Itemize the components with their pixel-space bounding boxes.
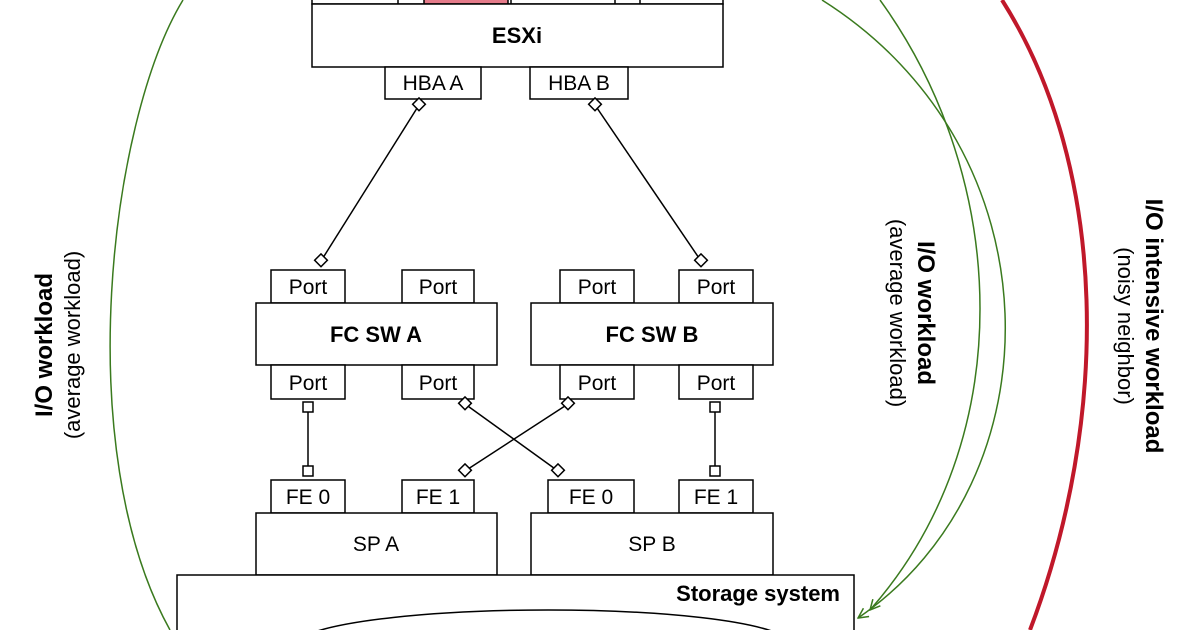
swb-top-port-2: [678, 269, 754, 304]
port-label: Port: [697, 276, 736, 299]
fc-switch-b-box: [530, 302, 774, 366]
fc-switch-b-label: FC SW B: [606, 322, 699, 347]
connector: [302, 465, 314, 477]
port-label: Port: [289, 276, 328, 299]
fc-switch-a-box: [255, 302, 498, 366]
connector: [560, 395, 576, 411]
left-flow-caption: I/O workload (average workload): [31, 251, 85, 439]
spb-fe1-label: FE 1: [694, 486, 738, 509]
connector: [457, 462, 473, 478]
port-label: Port: [697, 372, 736, 395]
right-flow-caption: I/O workload (average workload): [885, 219, 939, 407]
connector: [709, 401, 721, 413]
right-workload-flow-inner: [870, 0, 981, 610]
swb-bottom-port-1: [559, 364, 635, 400]
esxi-host-box: [311, 3, 724, 68]
connector: [313, 252, 329, 268]
right-workload-flow-outer: [821, 0, 1006, 618]
left-workload-flow: [109, 0, 184, 630]
link-swa-spb-fe0: [464, 403, 559, 472]
hba-a-box: [384, 66, 482, 100]
spb-fe0-label: FE 0: [569, 486, 613, 509]
connector: [457, 395, 473, 411]
right-flow-title: I/O workload: [912, 241, 939, 385]
swb-bottom-port-2: [678, 364, 754, 400]
connector: [550, 462, 566, 478]
swb-top-port-1: [559, 269, 635, 304]
noisy-flow-caption: I/O intensive workload (noisy neighbor): [1113, 199, 1167, 454]
right-flow-subtitle: (average workload): [885, 219, 910, 407]
left-flow-subtitle: (average workload): [60, 251, 85, 439]
sp-a-label: SP A: [353, 533, 399, 556]
left-flow-title: I/O workload: [31, 273, 58, 417]
connector: [587, 96, 603, 112]
spa-fe1-port: [401, 479, 475, 514]
port-label: Port: [578, 372, 617, 395]
hba-a-label: HBA A: [403, 72, 464, 95]
swa-bottom-port-1: [270, 364, 346, 400]
connector: [709, 465, 721, 477]
port-label: Port: [289, 372, 328, 395]
noisy-neighbor-flow: [1000, 0, 1089, 630]
esxi-label: ESXi: [492, 23, 542, 48]
storage-system-label: Storage system: [676, 581, 840, 606]
hba-b-box: [529, 66, 629, 100]
fc-switch-a-label: FC SW A: [330, 322, 422, 347]
port-label: Port: [419, 372, 458, 395]
noisy-flow-subtitle: (noisy neighbor): [1113, 247, 1138, 405]
port-label: Port: [419, 276, 458, 299]
spa-fe0-label: FE 0: [286, 486, 330, 509]
port-label: Port: [578, 276, 617, 299]
connector: [411, 96, 427, 112]
storage-pool-outline: [318, 609, 771, 630]
link-hba-b-swb: [594, 104, 702, 262]
connector: [302, 401, 314, 413]
noisy-flow-title: I/O intensive workload: [1140, 199, 1167, 454]
link-hba-a-swa: [320, 104, 420, 262]
hba-b-label: HBA B: [548, 72, 610, 95]
storage-system-box: [176, 574, 855, 630]
connector: [693, 252, 709, 268]
spb-fe0-port: [547, 479, 635, 514]
spa-fe1-label: FE 1: [416, 486, 460, 509]
spa-fe0-port: [270, 479, 346, 514]
link-swb-spa-fe1: [464, 403, 569, 472]
sp-a-box: [255, 512, 498, 576]
swa-bottom-port-2: [401, 364, 475, 400]
sp-b-label: SP B: [628, 533, 675, 556]
